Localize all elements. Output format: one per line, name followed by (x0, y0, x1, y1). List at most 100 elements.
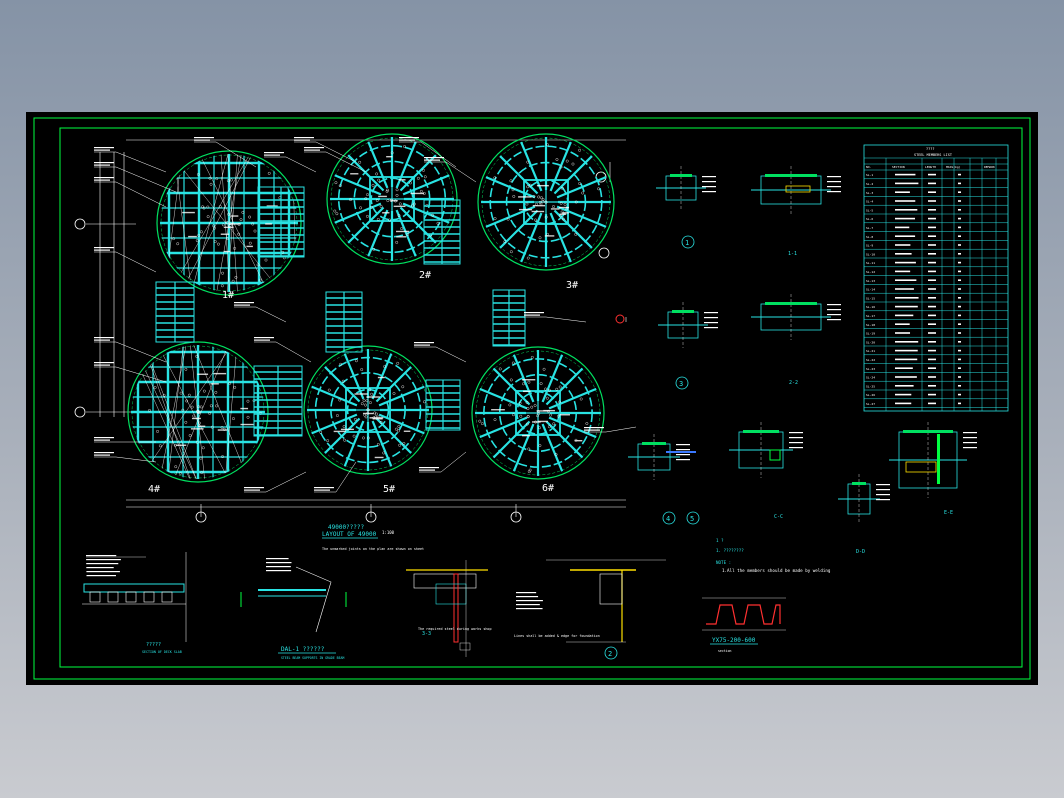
section-labels: 1-1 2-2 3-3 C-C D-D E-E (422, 251, 953, 637)
schedule-row-id: SL-16 (866, 305, 875, 309)
schedule-row-id: SL-8 (866, 235, 873, 239)
cad-drawing: 1# 2# 3# 4# 5# 6# 49000????? LAYOUT OF 4… (33, 117, 1031, 680)
schedule-row-id: SL-22 (866, 358, 875, 362)
detail-node (751, 294, 841, 340)
section-label-d: D-D (856, 549, 865, 555)
section-label-e: E-E (944, 510, 953, 516)
schedule-row-id: SL-20 (866, 340, 875, 344)
detail-node (628, 434, 690, 480)
detail-node (729, 422, 803, 478)
tank-label-5: 5# (383, 484, 395, 495)
schedule-header: ???? (926, 147, 934, 151)
red-grid-marker (615, 314, 625, 324)
plan-title-block: 49000????? LAYOUT OF 49000 1:100 The unm… (322, 524, 424, 551)
schedule-row-id: SL-13 (866, 279, 875, 283)
schedule-row-id: SL-7 (866, 226, 873, 230)
plan-scale: 1:100 (382, 530, 395, 535)
tank-label-2: 2# (419, 270, 431, 281)
tank-label-1: 1# (222, 290, 234, 301)
col-mass: MASS(kg) (946, 165, 961, 169)
general-notes: 1 ? 1. ???????? NOTE : 1.All the members… (716, 538, 831, 573)
schedule-row-id: SL-11 (866, 261, 875, 265)
schedule-row-id: SL-3 (866, 191, 873, 195)
deck-caption: section (718, 649, 732, 653)
detail-bubble-labels: 1 3 4 5 2 (608, 239, 694, 658)
tank-6 (471, 346, 605, 480)
section-label-1: 1-1 (788, 251, 797, 257)
schedule-row-id: SL-6 (866, 217, 873, 221)
section-label-c: C-C (774, 514, 783, 520)
tank-3 (477, 133, 615, 271)
d1-sub: SECTION OF DECK SLAB (142, 650, 182, 654)
plan-subtitle: LAYOUT OF 49000 (322, 531, 377, 538)
col-no: NO. (866, 165, 872, 169)
inner-border (59, 127, 1023, 668)
d1-title: ????? (146, 642, 161, 648)
schedule-row-id: SL-10 (866, 252, 875, 256)
tank-label-6: 6# (542, 483, 554, 494)
schedule-row-id: SL-2 (866, 182, 873, 186)
schedule-row-id: SL-17 (866, 314, 875, 318)
detail-node (656, 166, 716, 210)
plan-note: The unmarked joints on the plan are show… (322, 547, 424, 551)
tank-5 (303, 345, 433, 475)
outer-border (33, 117, 1031, 680)
schedule-row-id: SL-23 (866, 367, 875, 371)
detail-node (658, 302, 718, 348)
schedule-row-id: SL-25 (866, 384, 875, 388)
bottom-details (82, 552, 666, 657)
schedule-row-id: SL-4 (866, 200, 873, 204)
detail-node (751, 166, 841, 214)
schedule-row-id: SL-15 (866, 296, 875, 300)
section-label-2: 2-2 (789, 380, 798, 386)
schedule-row-id: SL-19 (866, 332, 875, 336)
tank-label-4: 4# (148, 484, 160, 495)
schedule-row-id: SL-21 (866, 349, 875, 353)
col-length: LENGTH (925, 165, 936, 169)
bubble-2-label: 2 (608, 650, 612, 658)
notes-heading: NOTE : (716, 560, 731, 565)
connection-details (628, 166, 977, 524)
notes-line-2: 1.All the members should be made by weld… (722, 568, 831, 573)
plan-title: 49000????? (328, 524, 365, 531)
col-section: SECTION (892, 165, 905, 169)
tank-1 (156, 150, 302, 296)
detail-node (889, 422, 977, 498)
tank-label-3: 3# (566, 280, 578, 291)
notes-heading-marker: 1 ? (716, 538, 724, 543)
schedule-row-id: SL-1 (866, 173, 873, 177)
bubble-1-label: 1 (685, 239, 689, 247)
bottom-detail-titles: ????? SECTION OF DECK SLAB DAL-1 ?????? … (142, 627, 600, 660)
schedule-row-id: SL-27 (866, 402, 875, 406)
member-schedule-table: ???? STEEL MEMBERS LIST NO. SECTION LENG… (863, 144, 1009, 412)
bubble-3-label: 3 (679, 380, 683, 388)
detail-bubbles (604, 235, 700, 660)
bubble-4-label: 4 (666, 515, 670, 523)
schedule-row-id: SL-5 (866, 208, 873, 212)
section-label-3: 3-3 (422, 631, 431, 637)
tank-labels: 1# 2# 3# 4# 5# 6# (148, 270, 578, 495)
bubble-5-label: 5 (690, 515, 694, 523)
d2-sub: STEEL BEAM SUPPORTS IN GRADE BEAM (281, 656, 344, 660)
notes-line-1: 1. ???????? (716, 548, 744, 553)
schedule-row-id: SL-12 (866, 270, 875, 274)
annotation-text (94, 137, 604, 491)
schedule-subheader: STEEL MEMBERS LIST (914, 153, 953, 157)
d2-title: DAL-1 ?????? (281, 646, 325, 653)
schedule-row-id: SL-9 (866, 244, 873, 248)
schedule-row-id: SL-14 (866, 288, 875, 292)
schedule-row-id: SL-26 (866, 393, 875, 397)
schedule-columns: NO. SECTION LENGTH MASS(kg) REMARK (866, 165, 995, 169)
detail-node (838, 474, 890, 524)
schedule-row-id: SL-18 (866, 323, 875, 327)
schedule-row-id: SL-24 (866, 376, 875, 380)
leader-lines (94, 141, 637, 493)
deck-title: YX75-200-600 (712, 637, 756, 644)
col-remark: REMARK (984, 165, 995, 169)
d3-note: The required steel during works shop (418, 627, 492, 631)
drawing-sheet: 1# 2# 3# 4# 5# 6# 49000????? LAYOUT OF 4… (26, 112, 1038, 685)
walkway-grating (156, 187, 525, 436)
tank-layout-plan (127, 133, 615, 483)
d4-note: Lines shall be added & edge for foundati… (514, 634, 600, 638)
deck-profile-detail: YX75-200-600 section (702, 597, 786, 653)
